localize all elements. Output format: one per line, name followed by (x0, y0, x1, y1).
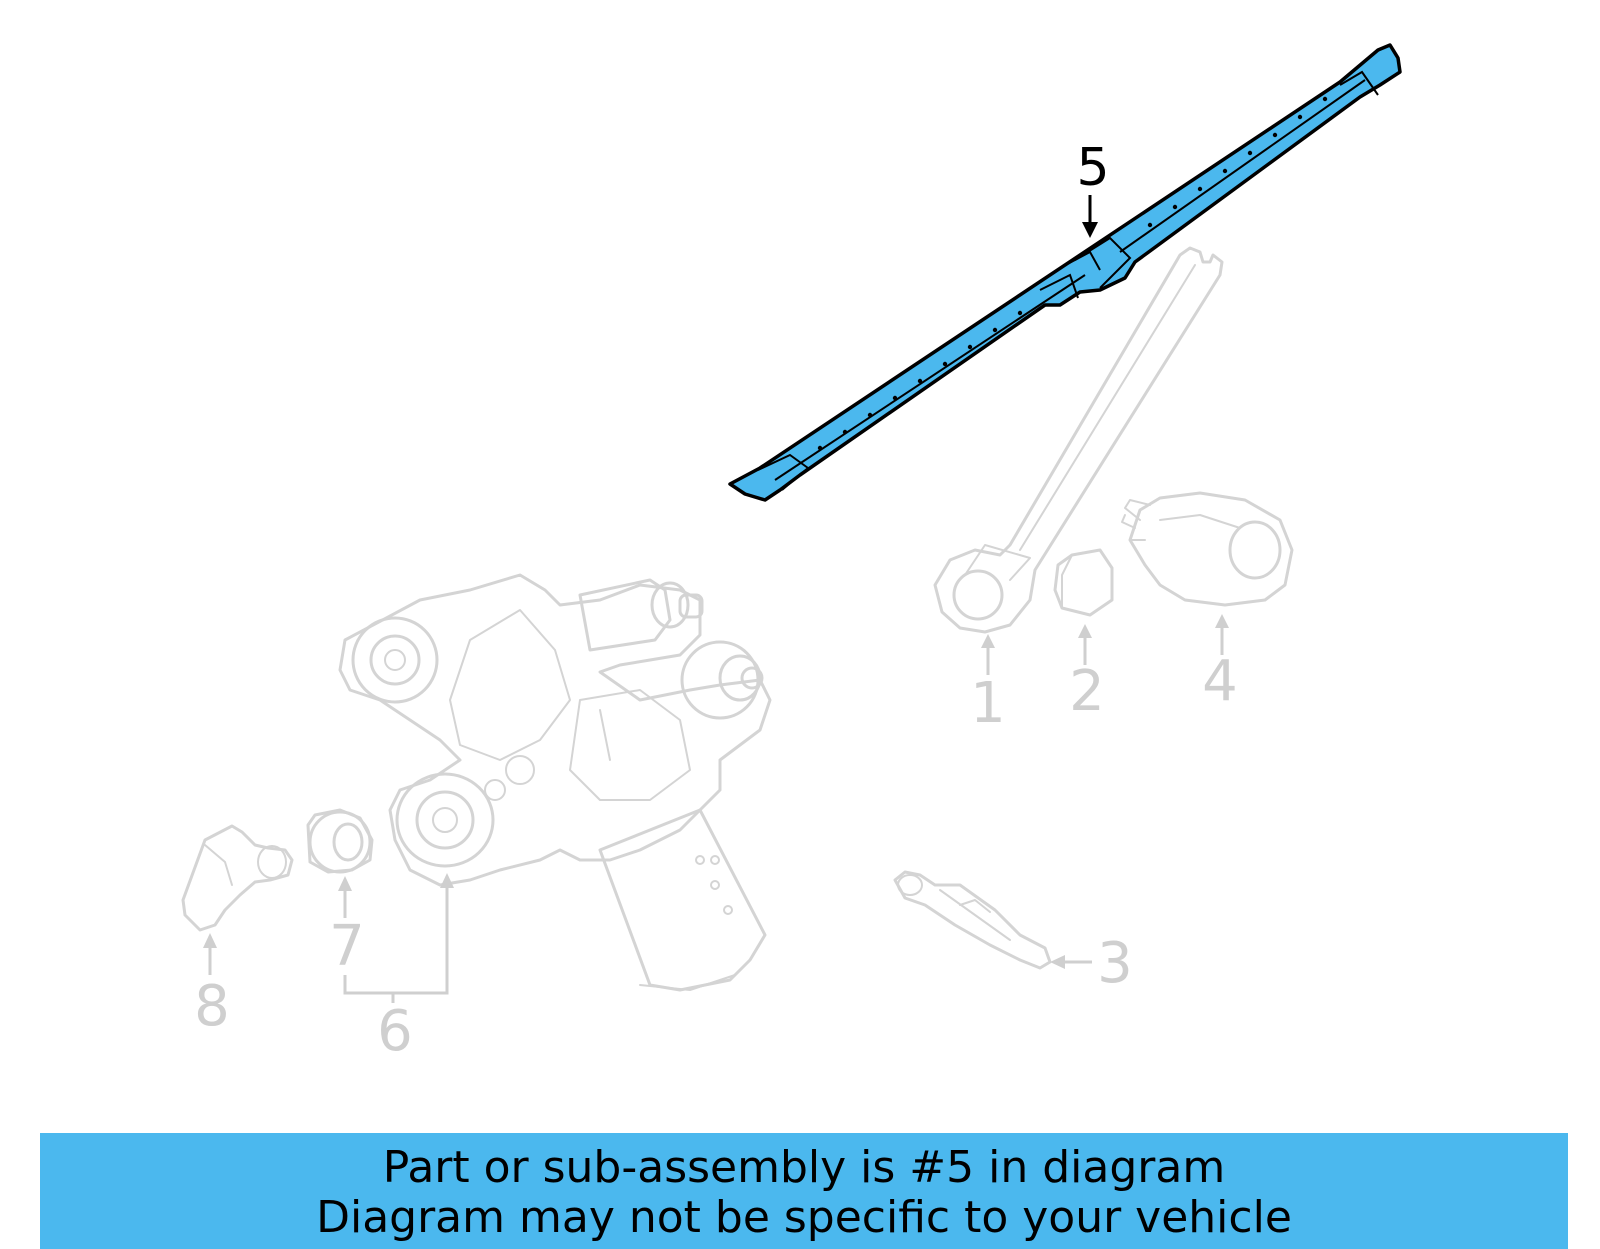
callout-3: 3 (1050, 931, 1133, 996)
callout-2: 2 (1069, 624, 1105, 724)
callout-1-label: 1 (970, 671, 1006, 736)
callout-6: 6 (343, 873, 454, 1064)
wiper-blade[interactable] (728, 43, 1402, 502)
callout-5-label: 5 (1076, 138, 1109, 198)
info-banner: Part or sub-assembly is #5 in diagram Di… (40, 1133, 1568, 1249)
callout-7-label: 7 (329, 914, 365, 979)
nut (1053, 548, 1114, 617)
wiper-arm (933, 246, 1224, 634)
connector (181, 824, 294, 932)
callout-4-label: 4 (1202, 649, 1238, 714)
pivot-cap (1121, 491, 1294, 607)
callout-4: 4 (1202, 614, 1238, 714)
callout-7: 7 (329, 876, 365, 979)
callout-2-label: 2 (1069, 659, 1105, 724)
banner-line-1: Part or sub-assembly is #5 in diagram (382, 1142, 1226, 1193)
grommet (306, 808, 374, 874)
callout-8-label: 8 (194, 974, 230, 1039)
callout-8: 8 (194, 933, 230, 1039)
wiper-motor-assembly (338, 573, 772, 992)
blade-rivets (817, 96, 1328, 451)
washer-nozzle (893, 870, 1052, 970)
parts-diagram: 5 1 2 4 3 8 7 6 (181, 43, 1402, 1064)
callout-1: 1 (970, 634, 1006, 736)
banner-line-2: Diagram may not be specific to your vehi… (316, 1192, 1292, 1243)
callout-5: 5 (1076, 138, 1110, 238)
callout-3-label: 3 (1097, 931, 1133, 996)
callout-6-label: 6 (377, 999, 413, 1064)
